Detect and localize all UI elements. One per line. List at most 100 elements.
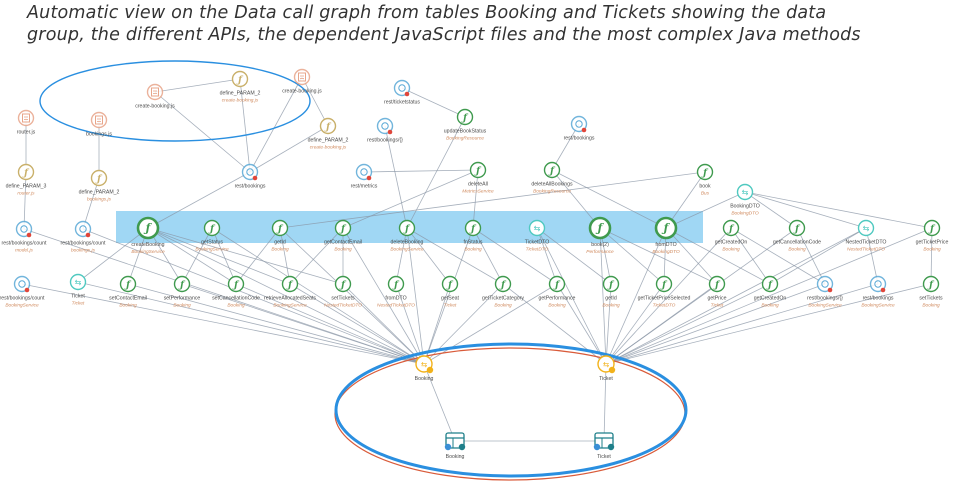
java_method-icon xyxy=(494,275,512,293)
node-dgt[interactable]: ⇆Ticket xyxy=(597,355,616,382)
node-rbk2[interactable]: rest/bookings/{} xyxy=(367,117,403,144)
svg-text:ƒ: ƒ xyxy=(793,225,801,235)
node-rts[interactable]: rest/ticketstatus xyxy=(384,79,420,106)
java_method-icon xyxy=(203,219,221,237)
node-rjs[interactable]: router.js xyxy=(17,109,36,136)
edge-rbk4-dgt xyxy=(605,283,879,365)
edge-tstat-gperf xyxy=(472,227,558,285)
node-rb1[interactable]: rest/bookings xyxy=(235,163,266,190)
node-label: retrieveAllocatedSeats xyxy=(264,296,316,302)
node-label: getCancellationCode xyxy=(773,240,821,246)
java_method-icon xyxy=(655,275,673,293)
java_method-icon xyxy=(922,275,940,293)
svg-text:ƒ: ƒ xyxy=(178,281,186,291)
edge-uts-dbk xyxy=(406,116,466,229)
js_file-icon xyxy=(146,83,164,101)
edge-rbc1-dgb xyxy=(23,228,425,365)
svg-text:ƒ: ƒ xyxy=(660,281,668,291)
edge-fdto-gcr2 xyxy=(665,227,771,285)
svg-text:ƒ: ƒ xyxy=(713,281,721,291)
node-tb[interactable]: Booking xyxy=(444,432,466,460)
node-rmet[interactable]: rest/metrics xyxy=(351,163,378,190)
edge-gtps-dgt xyxy=(605,283,665,365)
node-sublabel: BookingService xyxy=(390,247,424,253)
api-icon xyxy=(393,79,411,97)
edge-sce-dgb xyxy=(127,283,425,365)
edge-bkdto-gcc xyxy=(744,191,798,229)
node-rbk3[interactable]: rest/bookings/{}BookingService xyxy=(807,275,843,309)
edge-fdto-gprice xyxy=(665,227,718,285)
node-tt[interactable]: Ticket xyxy=(593,432,615,460)
node-cb1[interactable]: create-booking.js xyxy=(135,83,175,110)
node-sublabel: Bus xyxy=(701,191,710,197)
edge-tstat-dgb xyxy=(423,227,474,365)
java_method-icon xyxy=(173,275,191,293)
node-label: BookingDTO xyxy=(730,204,760,210)
node-bjs[interactable]: bookings.js xyxy=(86,111,112,138)
node-dgb[interactable]: ⇆Booking xyxy=(415,355,434,382)
edge-dp1-cb1 xyxy=(154,78,241,93)
edge-rbk3-dgt xyxy=(605,283,826,365)
node-sublabel: Booking xyxy=(173,303,191,309)
node-sublabel: Booking xyxy=(227,303,245,309)
java_method-icon xyxy=(398,219,416,237)
node-cb2[interactable]: create-booking.js xyxy=(282,68,322,95)
node-label: getTicketPriceSelected xyxy=(638,296,691,302)
edge-gcc-dgt xyxy=(605,227,798,365)
caption-line-2: group, the different APIs, the dependent… xyxy=(27,25,861,45)
svg-text:ƒ: ƒ xyxy=(766,281,774,291)
svg-text:ƒ: ƒ xyxy=(22,169,30,179)
node-sublabel: model.js xyxy=(15,248,33,254)
api-icon xyxy=(241,163,259,181)
api-icon xyxy=(816,275,834,293)
node-sublabel: Ticket xyxy=(711,303,724,309)
edge-gperf-dgt xyxy=(556,283,607,365)
edge-gtp-sts xyxy=(930,227,933,285)
edge-dab-fdto xyxy=(551,169,667,229)
svg-text:⇆: ⇆ xyxy=(75,278,82,287)
node-rbks[interactable]: rest/bookings xyxy=(564,115,595,142)
edge-gcr-rbk3 xyxy=(730,227,826,285)
